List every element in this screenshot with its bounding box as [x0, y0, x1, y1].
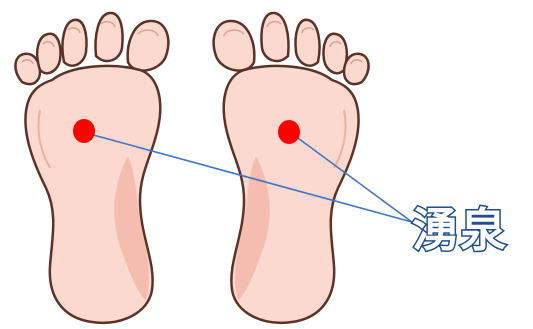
acupoint-marker-left [73, 119, 95, 143]
right-toe-second [261, 13, 288, 61]
left-toe-second [96, 13, 123, 61]
left-toe-big [128, 21, 169, 71]
right-toe-third [296, 20, 320, 66]
left-toe-fourth [37, 34, 60, 73]
acupoint-label: 湧泉 [412, 200, 532, 260]
acupoint-marker-right [278, 120, 300, 144]
right-toe-little [344, 54, 369, 84]
left-foot [15, 13, 168, 323]
right-toe-big [214, 21, 255, 71]
right-foot [214, 13, 369, 323]
left-toe-third [62, 20, 86, 66]
